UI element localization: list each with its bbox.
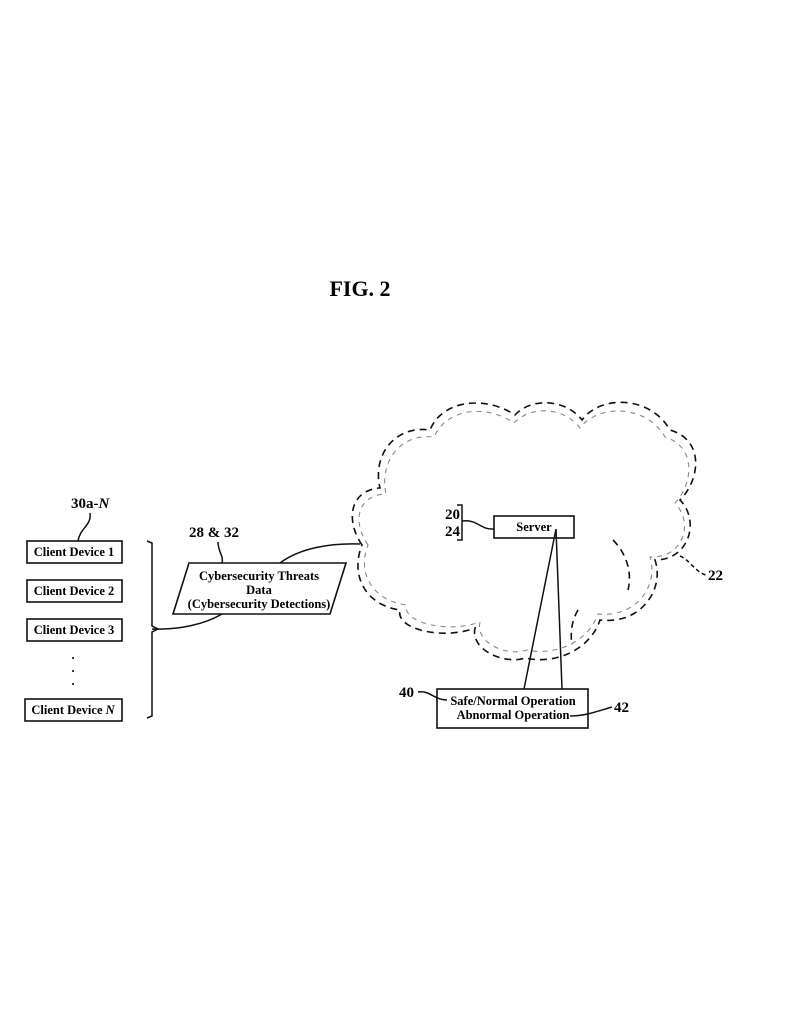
client-device-2-box[interactable] <box>26 579 123 603</box>
cloud-outline-light <box>358 410 690 653</box>
server-output-connector <box>523 528 563 690</box>
clients-to-threats-connector <box>151 613 223 630</box>
abnormal-operation-label: Abnormal Operation <box>457 708 570 722</box>
cloud-ref-label: 22 <box>708 568 723 584</box>
network-cloud <box>351 401 697 661</box>
client-device-n-label-italic: N <box>105 703 116 717</box>
client-device-2[interactable]: Client Device 2 <box>26 579 123 603</box>
client-device-3[interactable]: Client Device 3 <box>26 618 123 642</box>
server-ref-bracket <box>457 504 463 541</box>
server-ref-20: 20 <box>445 507 460 523</box>
ellipsis-dot-1: . <box>71 648 74 662</box>
client-device-1-label: Client Device 1 <box>34 545 115 559</box>
client-device-2-label: Client Device 2 <box>34 584 115 598</box>
server-node[interactable]: Server <box>493 515 575 539</box>
threats-data-line-2: Data <box>246 583 272 597</box>
threats-data-ref-leader <box>217 541 224 564</box>
operation-status-box: Safe/Normal Operation Abnormal Operation <box>436 688 589 729</box>
abnormal-operation-ref: 42 <box>614 700 629 716</box>
threats-data-line-1: Cybersecurity Threats <box>199 569 319 583</box>
client-device-3-label: Client Device 3 <box>34 623 115 637</box>
client-device-3-box[interactable] <box>26 618 123 642</box>
client-device-1[interactable]: Client Device 1 <box>26 540 123 564</box>
cloud-inner-arc-2 <box>570 609 579 646</box>
safe-operation-label: Safe/Normal Operation <box>450 694 575 708</box>
figure-title: FIG. 2 <box>329 276 390 301</box>
client-group-ref-italic: N <box>98 496 111 512</box>
client-device-n-label: Client Device N <box>31 703 115 717</box>
client-group-ref-leader <box>77 512 91 542</box>
server-ref-leader <box>461 520 495 530</box>
threats-data-line-3: (Cybersecurity Detections) <box>188 597 331 611</box>
client-device-n[interactable]: Client Device N <box>24 698 123 722</box>
client-group-ref-text: 30a- <box>71 496 99 512</box>
server-label: Server <box>516 520 552 534</box>
client-device-1-box[interactable] <box>26 540 123 564</box>
cloud-ref-leader <box>679 555 707 576</box>
threats-data-ref: 28 & 32 <box>189 525 239 541</box>
threats-data-parallelogram <box>171 562 348 615</box>
server-ref-24: 24 <box>445 524 461 540</box>
cloud-outline-dark <box>351 401 697 661</box>
abnormal-operation-ref-leader <box>569 706 613 717</box>
client-group-bracket <box>146 540 160 719</box>
ellipsis-dot-3: . <box>71 674 74 688</box>
cloud-inner-arc <box>612 539 631 591</box>
operation-box <box>436 688 589 729</box>
safe-operation-ref-leader <box>417 691 448 701</box>
client-device-n-label-text: Client Device <box>31 703 105 717</box>
client-group-ref: 30a-N <box>71 496 111 512</box>
client-device-n-box[interactable] <box>24 698 123 722</box>
server-box[interactable] <box>493 515 575 539</box>
safe-operation-ref: 40 <box>399 685 414 701</box>
cybersecurity-threats-data: Cybersecurity Threats Data (Cybersecurit… <box>171 562 348 615</box>
threats-to-cloud-connector <box>279 543 361 564</box>
ellipsis-dot-2: . <box>71 661 74 675</box>
